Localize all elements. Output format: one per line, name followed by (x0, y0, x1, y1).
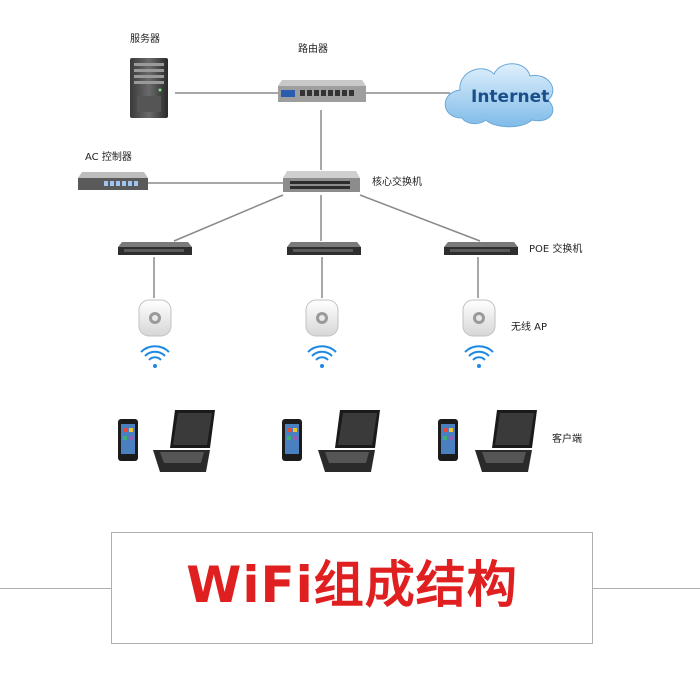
wifi-signal-left-icon (140, 345, 170, 368)
access-point-middle-icon (305, 299, 339, 337)
poe-switch-left-icon (118, 242, 192, 255)
ac-controller-label: AC 控制器 (85, 152, 132, 163)
smartphone-right-icon (438, 419, 458, 461)
router-icon (278, 80, 366, 102)
network-diagram (78, 58, 554, 472)
laptop-middle-icon (318, 410, 380, 472)
laptop-right-icon (475, 410, 537, 472)
server-label: 服务器 (130, 34, 160, 45)
core-switch-label: 核心交换机 (372, 177, 422, 188)
wifi-signal-middle-icon (307, 345, 337, 368)
poe-switch-label: POE 交换机 (529, 244, 583, 255)
access-point-left-icon (138, 299, 172, 337)
internet-label: Internet (471, 87, 550, 107)
laptop-left-icon (153, 410, 215, 472)
router-label: 路由器 (298, 44, 328, 55)
diagram-title: WiFi组成结构 (186, 556, 518, 614)
link-core-poe-right (359, 194, 481, 242)
wireless-ap-label: 无线 AP (511, 322, 548, 333)
title-frame: WiFi组成结构 (111, 532, 593, 644)
title-divider-right (572, 588, 700, 589)
core-switch-icon (283, 171, 360, 192)
smartphone-left-icon (118, 419, 138, 461)
cloud-icon (444, 63, 554, 128)
poe-switch-right-icon (444, 242, 518, 255)
client-label: 客户端 (552, 434, 582, 445)
smartphone-middle-icon (282, 419, 302, 461)
title-divider-left (0, 588, 132, 589)
poe-switch-middle-icon (287, 242, 361, 255)
ac-controller-icon (78, 172, 148, 190)
access-point-right-icon (462, 299, 496, 337)
connection-lines (148, 92, 481, 298)
link-core-poe-left (173, 194, 284, 242)
server-icon (130, 58, 168, 118)
wifi-signal-right-icon (464, 345, 494, 368)
